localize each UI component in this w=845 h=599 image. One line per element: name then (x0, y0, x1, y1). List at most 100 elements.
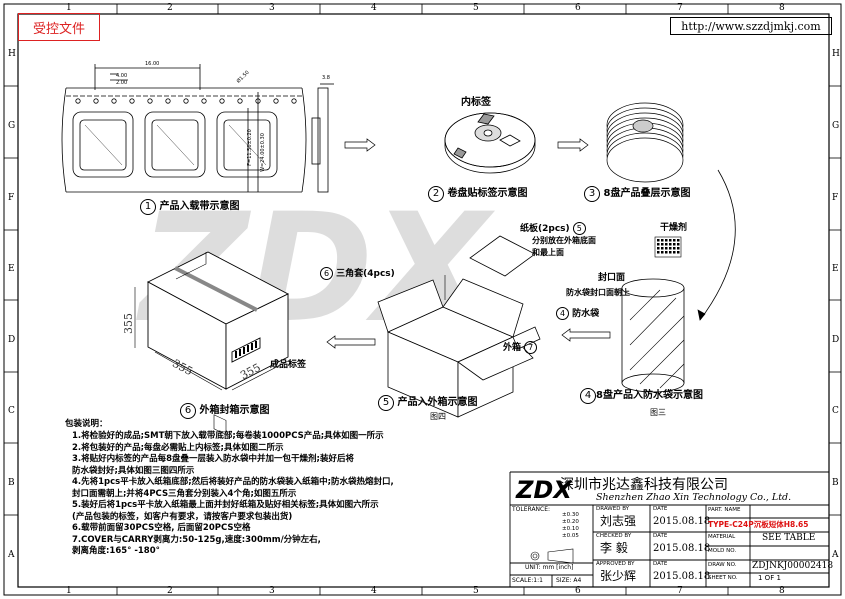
dim-f: F=11.50±0.20 (246, 129, 253, 166)
draw-no-value: ZDJNKJ00002418 (752, 561, 834, 571)
col-label-top: 7 (677, 3, 683, 13)
reel-hub (632, 119, 654, 133)
drawn-by-label: DRAWED BY (596, 506, 630, 512)
note-line: 防水袋封好;具体如图三图四所示 (72, 465, 195, 476)
fig2-caption: 2 卷盘贴标签示意图 (428, 186, 527, 202)
tolerance-value: ±0.10 (562, 526, 579, 532)
col-label-top: 5 (473, 3, 479, 13)
sprocket-hole (165, 98, 171, 104)
row-label-right: C (832, 406, 839, 416)
note-line: 6.载带前面留30PCS空格, 后面留20PCS空格 (72, 523, 251, 533)
col-label-top: 1 (66, 3, 72, 13)
date-label-1: DATE (653, 506, 668, 512)
date-3: 2015.08.18 (653, 571, 711, 582)
row-label-right: B (832, 478, 839, 488)
row-label-left: D (8, 335, 16, 345)
notes-title: 包装说明： (65, 419, 108, 429)
draw-no-label: DRAW NO. (708, 562, 737, 568)
sheet-value: 1 OF 1 (758, 574, 781, 582)
sealed-carton-drawing (134, 251, 291, 435)
date-2: 2015.08.18 (653, 543, 711, 554)
col-label-top: 4 (371, 3, 377, 13)
carrier-tape-drawing (61, 64, 334, 193)
reel-drawing (444, 112, 536, 174)
sprocket-hole (237, 98, 243, 104)
note-line: 1.将检验好的成品;SMT朝下放入载带底部;每卷装1000PCS产品;具体如图一… (72, 431, 384, 441)
note-line: 5.装好后将1pcs平卡放入纸箱最上面并封好纸箱及贴好相关标签;具体如图六所示 (72, 500, 379, 510)
scale-label: SCALE:1:1 (512, 577, 543, 584)
sprocket-hole (129, 98, 135, 104)
dim-pitch: 16.00 (145, 61, 160, 67)
mold-no-label: MOLD NO. (708, 548, 737, 554)
dim-hole-pitch: 4.00 (116, 73, 128, 79)
controlled-doc-stamp: 受控文件 (18, 13, 100, 41)
size-label: SIZE: A4 (556, 577, 582, 584)
row-label-right: E (832, 264, 839, 274)
checked-by-name: 李 毅 (600, 541, 628, 555)
fig1-caption: 1 产品入载带示意图 (140, 199, 239, 215)
box-height-dim: 355 (122, 313, 135, 334)
sprocket-hole (93, 98, 99, 104)
row-label-right: F (832, 193, 839, 203)
row-label-left: G (8, 121, 16, 131)
carton-callout: 外箱 7 (503, 341, 538, 354)
row-label-left: A (8, 550, 15, 560)
flow-arrows (326, 138, 736, 349)
board-callout: 纸板(2pcs) 5 (520, 222, 586, 235)
fig5-caption: 5 产品入外箱示意图 (378, 395, 477, 411)
inner-frame (17, 13, 830, 588)
bag-callout: 4 防水袋 (556, 307, 599, 320)
website-url[interactable]: http://www.szzdjmkj.com (670, 17, 832, 35)
title-block (509, 471, 829, 587)
col-label-top: 8 (779, 3, 785, 13)
date-label-2: DATE (653, 533, 668, 539)
sprocket-hole (291, 98, 297, 104)
sprocket-hole (147, 98, 153, 104)
date-1: 2015.08.18 (653, 516, 711, 527)
part-name-label: PART. NAME (708, 507, 741, 513)
material-value: SEE TABLE (762, 533, 816, 543)
col-label-bottom: 8 (779, 586, 785, 596)
dim-tape-height: 3.8 (322, 75, 330, 81)
row-label-right: H (832, 49, 840, 59)
col-label-bottom: 2 (167, 586, 173, 596)
unit-label: UNIT: mm [inch] (525, 564, 574, 571)
note-line: 封口面需朝上;并将4PCS三角套分别装入4个角;如图五所示 (72, 488, 297, 499)
col-label-bottom: 6 (575, 586, 581, 596)
inner-label-callout: 内标签 (461, 97, 491, 108)
row-label-right: D (832, 335, 840, 345)
fig4-sub: 图三 (650, 408, 666, 417)
tolerance-value: ±0.30 (562, 512, 579, 518)
row-label-right: G (832, 121, 840, 131)
outer-frame (3, 3, 842, 596)
open-carton-drawing (377, 235, 541, 418)
sprocket-hole (183, 98, 189, 104)
tolerance-value: ±0.05 (562, 533, 579, 539)
note-line: 2.将包装好的产品;每盘必需贴上内标签;具体如图二所示 (72, 442, 284, 453)
projection-symbol (530, 548, 574, 564)
sprocket-hole (111, 98, 117, 104)
product-label-callout: 成品标签 (270, 360, 307, 370)
col-label-top: 2 (167, 3, 173, 13)
approved-by-name: 张少辉 (600, 569, 637, 583)
note-line: 剥离角度:165° -180° (72, 546, 160, 556)
tolerance-value: ±0.20 (562, 519, 579, 525)
col-label-top: 6 (575, 3, 581, 13)
board-note-1: 分别放在外箱底面 (532, 236, 596, 245)
col-label-bottom: 5 (473, 586, 479, 596)
sprocket-hole (273, 98, 279, 104)
dim-hole-offset: 2.00 (116, 80, 128, 86)
company-name-cn: 深圳市兆达鑫科技有限公司 (560, 477, 728, 493)
note-line: 7.COVER与CARRY剥离力:50-125g,速度:300mm/分钟左右, (72, 534, 321, 545)
row-label-left: E (8, 264, 15, 274)
note-line: 4.先将1pcs平卡放入纸箱底部;然后将装好产品的防水袋装入纸箱中;防水袋热熔封… (72, 477, 394, 487)
svg-text:ZDX: ZDX (515, 476, 573, 504)
reel-stack-drawing (606, 102, 684, 183)
row-label-right: A (832, 550, 839, 560)
note-line: 3.将贴好内标签的产品每8盘叠一层装入防水袋中并加一包干燥剂;装好后将 (72, 454, 354, 464)
sprocket-hole (219, 98, 225, 104)
part-name-value: TYPE-C24P沉板短体H8.65 (708, 520, 809, 529)
